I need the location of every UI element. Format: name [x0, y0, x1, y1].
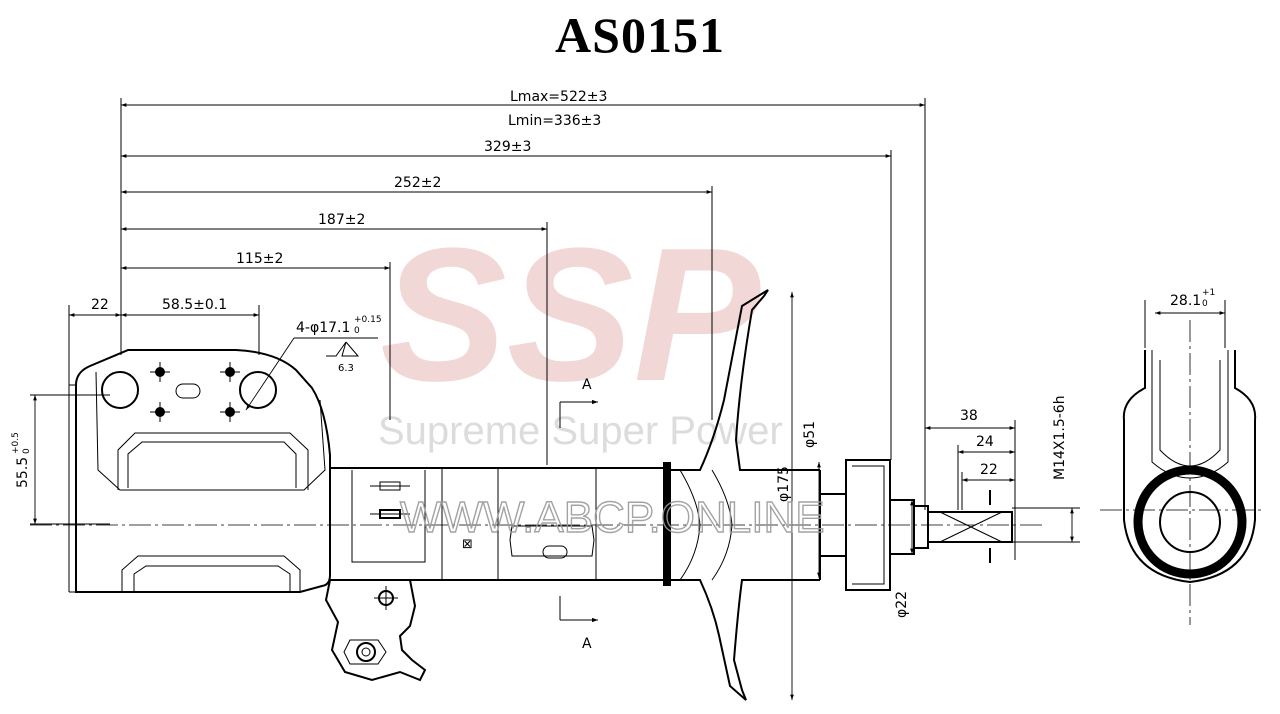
svg-text:+0.15: +0.15: [354, 315, 382, 325]
extension-lines: [30, 98, 926, 525]
dim-lmin: Lmin=336±3: [508, 113, 601, 129]
dim-lmax: Lmax=522±3: [510, 89, 607, 105]
svg-text:+1: +1: [1202, 288, 1215, 298]
svg-text:0: 0: [22, 448, 32, 454]
section-a-markers: [559, 399, 598, 623]
valve-symbol: ⊠: [462, 537, 473, 552]
tagline-watermark: Supreme Super Power: [378, 409, 783, 453]
dim-58-5: 58.5±0.1: [162, 297, 227, 313]
part-number-title: AS0151: [555, 7, 725, 63]
svg-text:0: 0: [1202, 299, 1208, 309]
lower-bracket: [324, 579, 427, 682]
dim-phi175: φ175: [776, 466, 792, 502]
dim-329: 329±3: [484, 139, 531, 155]
small-holes: [150, 362, 240, 422]
dim-115: 115±2: [236, 251, 283, 267]
length-dimensions: [68, 103, 925, 317]
strut-tube: ⊠: [330, 467, 665, 581]
svg-text:4-φ17.1: 4-φ17.1: [296, 320, 350, 336]
svg-text:+0.5: +0.5: [11, 432, 21, 454]
svg-text:28.1: 28.1: [1170, 293, 1201, 309]
dim-22-right: 22: [980, 462, 998, 478]
svg-text:0: 0: [354, 326, 360, 336]
dim-24: 24: [976, 434, 994, 450]
mount-hole-2: [239, 371, 277, 409]
knuckle-bracket: [68, 349, 331, 593]
dim-55-5: 55.5 +0.5 0: [11, 432, 32, 488]
section-label-bottom: A: [582, 636, 592, 652]
site-watermark: WWW.ABCP.ONLINE: [400, 493, 825, 542]
mount-hole-1: [101, 371, 139, 409]
section-label-top: A: [582, 377, 592, 393]
dim-22-left: 22: [91, 297, 109, 313]
dim-187: 187±2: [318, 212, 365, 228]
dim-phi51: φ51: [802, 421, 818, 448]
roughness-value: 6.3: [338, 363, 354, 374]
dim-252: 252±2: [394, 175, 441, 191]
end-view: [1122, 300, 1257, 584]
rod-dimensions: [925, 420, 1016, 563]
hole-callout: 4-φ17.1 +0.15 0 6.3: [245, 315, 382, 411]
ssp-logo-watermark: SSP: [380, 209, 760, 421]
dim-28-1: 28.1 +1 0: [1170, 288, 1215, 309]
dim-phi22: φ22: [894, 591, 910, 618]
svg-text:55.5: 55.5: [15, 457, 31, 488]
dim-thread: M14X1.5-6h: [1052, 395, 1068, 480]
dim-38: 38: [960, 408, 978, 424]
